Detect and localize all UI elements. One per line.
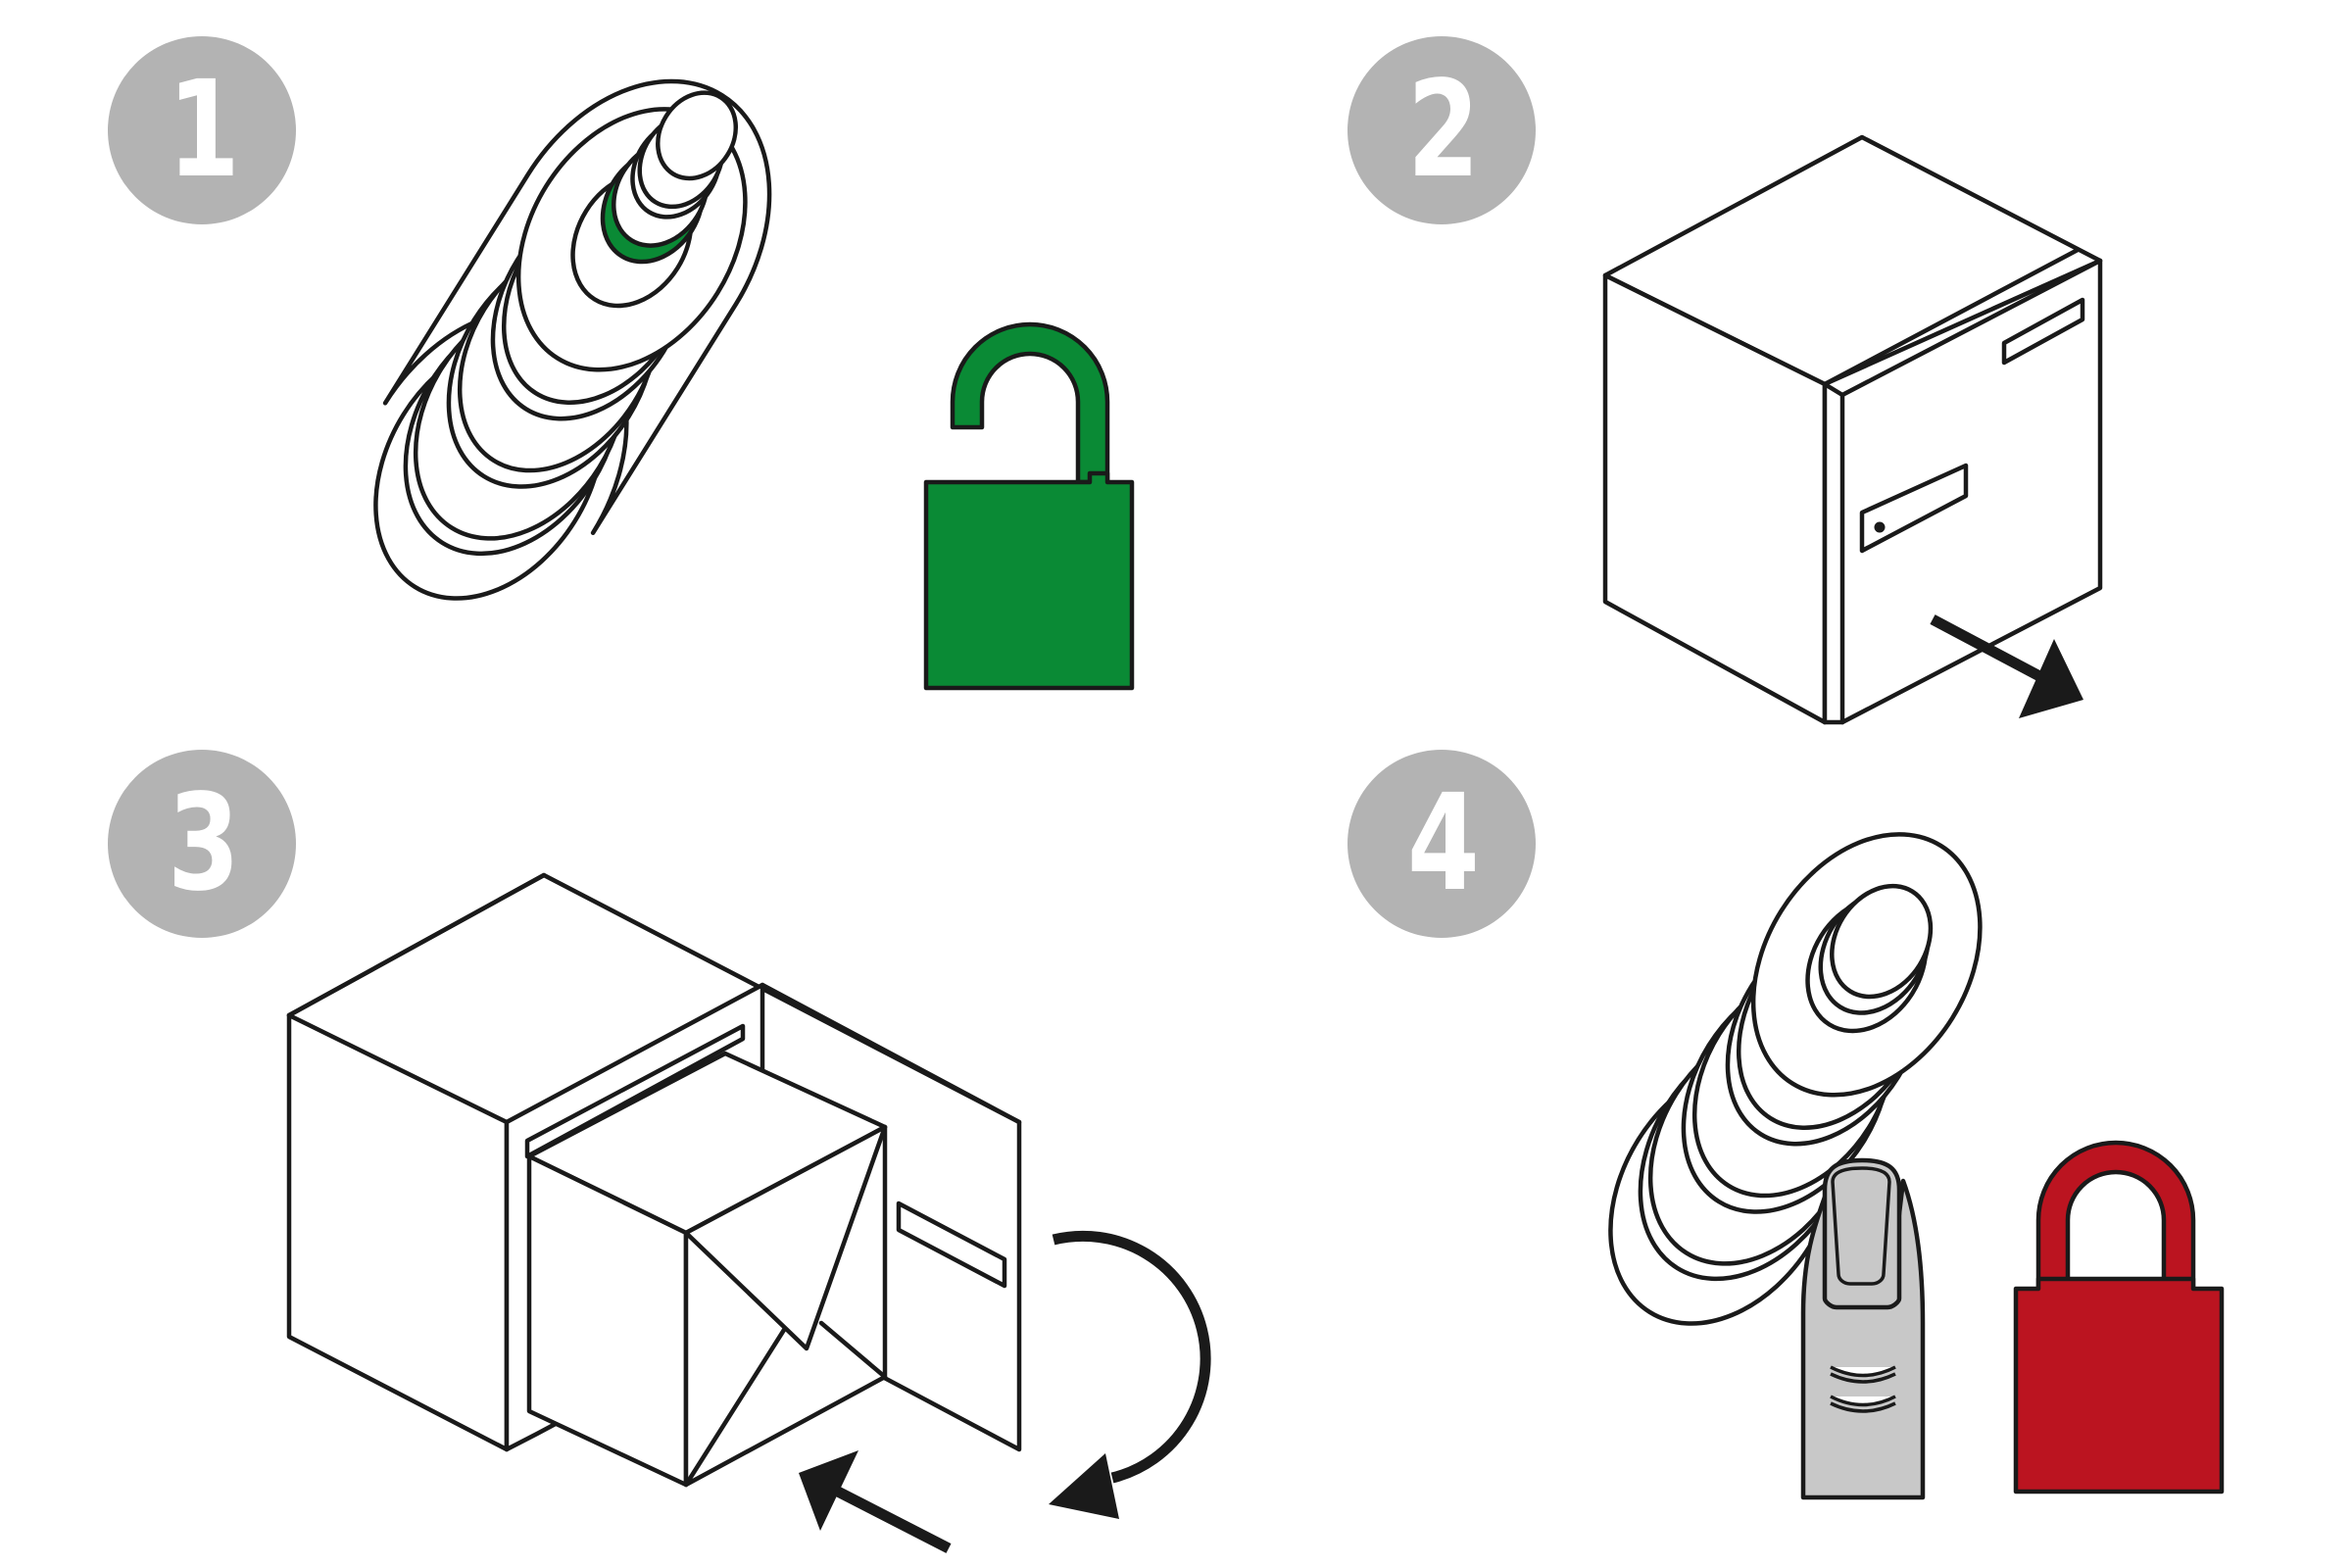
housing-slot: [896, 1200, 1007, 1289]
finger-press-icon: [1800, 1157, 1926, 1500]
locked-padlock-icon: [2013, 1140, 2225, 1494]
step-4-badge: 4: [1348, 750, 1536, 938]
step-3-number: 3: [167, 766, 240, 921]
step-2-number: 2: [1406, 53, 1480, 208]
step-4-knob: [1608, 832, 1983, 1326]
slide-out-arrow-icon: [1930, 614, 2083, 718]
top-slot: [2001, 297, 2085, 366]
step-2-badge: 2: [1348, 36, 1536, 224]
step-1-badge: 1: [108, 36, 296, 224]
rotate-arrow-icon: [1049, 1230, 1211, 1519]
step-3-inner-box: [526, 1051, 888, 1488]
step-2-box: [1602, 134, 2103, 725]
side-slot: [1859, 463, 1969, 554]
step-3-badge: 3: [108, 750, 296, 938]
insert-arrow-icon: [799, 1450, 952, 1553]
unlocked-padlock-icon: [923, 321, 1135, 691]
step-1-number: 1: [167, 53, 240, 208]
step-4-number: 4: [1406, 766, 1480, 921]
step-1-knob: [373, 78, 772, 601]
